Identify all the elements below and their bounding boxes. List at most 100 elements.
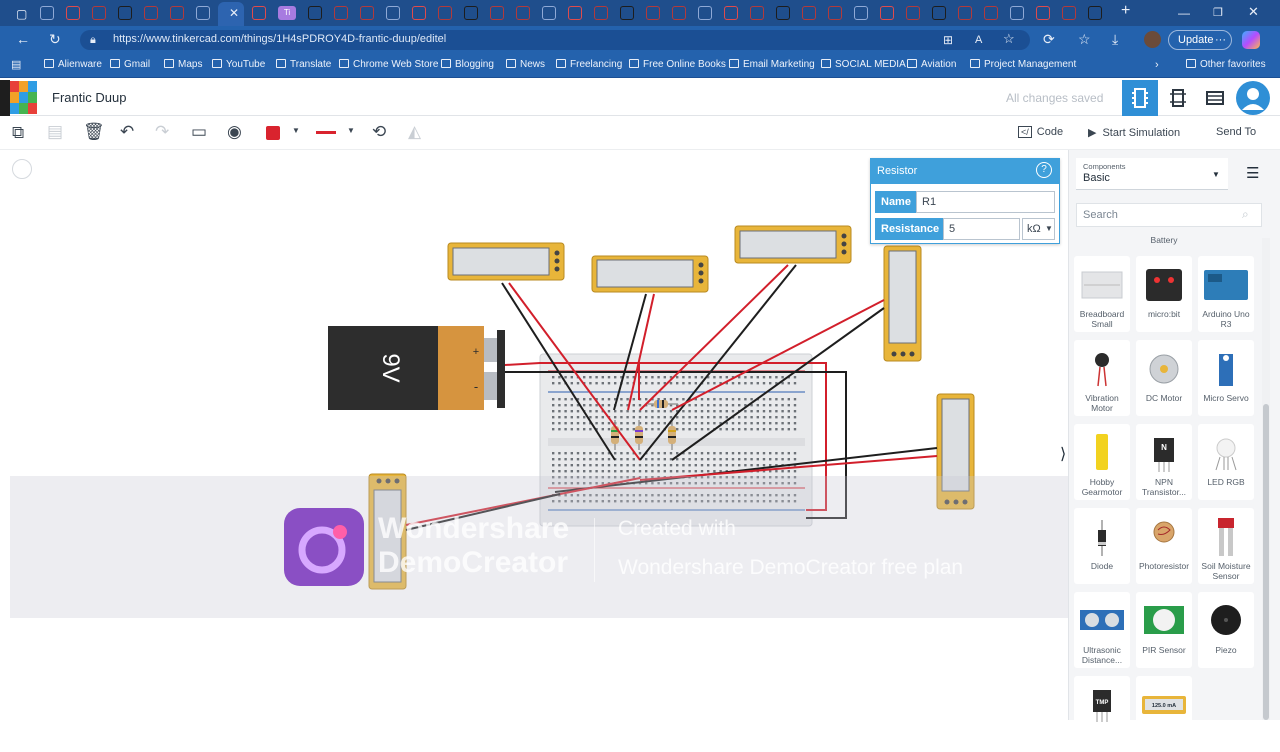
unit-select[interactable]: kΩ▼ xyxy=(1022,218,1055,240)
wire-type-dropdown-icon[interactable]: ▼ xyxy=(347,126,355,135)
tab-favicon-icon[interactable] xyxy=(594,6,608,20)
tab-favicon-icon[interactable] xyxy=(516,6,530,20)
tab-favicon-icon[interactable] xyxy=(542,6,556,20)
active-tab[interactable] xyxy=(218,2,244,26)
tab-actions-icon[interactable]: ▢ xyxy=(16,7,28,21)
tab-favicon-badge[interactable]: Ti xyxy=(278,6,296,20)
url-text[interactable]: https://www.tinkercad.com/things/1H4sPDR… xyxy=(113,33,447,45)
bookmark-other-favorites[interactable]: Other favorites xyxy=(1186,59,1266,70)
multimeter[interactable] xyxy=(734,225,852,264)
scrollbar-thumb[interactable] xyxy=(1263,404,1269,720)
bookmark-item[interactable]: Gmail xyxy=(110,59,150,70)
tab-favicon-icon[interactable] xyxy=(334,6,348,20)
tab-favicon-icon[interactable] xyxy=(360,6,374,20)
tab-favicon-icon[interactable] xyxy=(672,6,686,20)
tab-favicon-icon[interactable] xyxy=(932,6,946,20)
circuit-view-button[interactable] xyxy=(1122,80,1158,116)
start-simulation-button[interactable]: ▶Start Simulation xyxy=(1088,127,1181,139)
wire-black[interactable] xyxy=(613,293,647,411)
multimeter[interactable] xyxy=(368,473,407,590)
tab-favicon-icon[interactable] xyxy=(252,6,266,20)
tab-favicon-icon[interactable] xyxy=(620,6,634,20)
tab-favicon-icon[interactable] xyxy=(1062,6,1076,20)
minimize-icon[interactable]: — xyxy=(1178,6,1190,20)
tab-favicon-icon[interactable] xyxy=(776,6,790,20)
copilot-icon[interactable] xyxy=(1242,31,1260,49)
component-card[interactable]: micro:bit xyxy=(1136,256,1192,332)
tab-favicon-icon[interactable] xyxy=(170,6,184,20)
new-tab-icon[interactable]: + xyxy=(1121,2,1131,19)
restore-icon[interactable]: ❐ xyxy=(1213,7,1223,19)
component-card[interactable]: Ultrasonic Distance... xyxy=(1074,592,1130,668)
tab-favicon-icon[interactable] xyxy=(144,6,158,20)
tab-favicon-icon[interactable] xyxy=(854,6,868,20)
bookmark-item[interactable]: News xyxy=(506,59,545,70)
tab-favicon-icon[interactable] xyxy=(568,6,582,20)
wire-black[interactable] xyxy=(505,371,847,519)
color-dropdown-icon[interactable]: ▼ xyxy=(292,126,300,135)
bookmark-item[interactable]: Translate xyxy=(276,59,331,70)
resistor[interactable] xyxy=(635,420,643,450)
tab-favicon-icon[interactable] xyxy=(906,6,920,20)
resistance-input[interactable]: 5 xyxy=(943,218,1020,240)
bookmark-item[interactable]: Project Management xyxy=(970,59,1076,70)
tab-favicon-icon[interactable] xyxy=(308,6,322,20)
wire-red[interactable] xyxy=(405,477,641,526)
component-search-input[interactable]: Search xyxy=(1076,203,1262,227)
tab-favicon-icon[interactable] xyxy=(412,6,426,20)
wire-red[interactable] xyxy=(639,264,789,411)
refresh-icon[interactable]: ↻ xyxy=(49,31,61,47)
bookmark-item[interactable]: SOCIAL MEDIA xyxy=(821,59,906,70)
tab-favicon-icon[interactable] xyxy=(828,6,842,20)
panel-collapse-icon[interactable]: ⟩ xyxy=(1060,446,1067,463)
multimeter[interactable] xyxy=(591,255,709,293)
wires[interactable] xyxy=(405,264,938,531)
bookmarks-overflow-icon[interactable]: › xyxy=(1155,59,1159,71)
project-title[interactable]: Frantic Duup xyxy=(52,90,127,105)
update-button[interactable]: Update··· xyxy=(1168,30,1232,50)
tab-favicon-icon[interactable] xyxy=(196,6,210,20)
component-card[interactable]: Arduino Uno R3 xyxy=(1198,256,1254,332)
send-to-button[interactable]: Send To xyxy=(1216,126,1257,138)
tab-favicon-icon[interactable] xyxy=(880,6,894,20)
component-card[interactable]: Diode xyxy=(1074,508,1130,584)
circuit-drawing[interactable]: 9V + - xyxy=(0,0,1068,720)
tinkercad-logo[interactable] xyxy=(10,81,38,115)
bookmark-item[interactable]: Free Online Books xyxy=(629,59,726,70)
wire-black[interactable] xyxy=(405,493,561,531)
multimeter[interactable] xyxy=(447,242,565,281)
delete-icon[interactable]: 🗑︎ xyxy=(83,122,105,141)
component-card[interactable]: Photoresistor xyxy=(1136,508,1192,584)
flip-icon[interactable]: ◭ xyxy=(408,122,422,141)
tab-favicon-icon[interactable] xyxy=(724,6,738,20)
close-window-icon[interactable]: ✕ xyxy=(1248,4,1259,19)
component-card[interactable]: Piezo xyxy=(1198,592,1254,668)
notes-icon[interactable]: ▭ xyxy=(191,122,208,141)
wire-red[interactable] xyxy=(671,299,885,411)
tab-favicon-icon[interactable] xyxy=(1088,6,1102,20)
multimeter[interactable] xyxy=(936,393,975,510)
color-swatch[interactable] xyxy=(266,126,280,140)
wire-type-swatch[interactable] xyxy=(316,131,336,134)
tab-favicon-icon[interactable] xyxy=(802,6,816,20)
app-available-icon[interactable]: ⊞ xyxy=(943,33,954,47)
bookmark-item[interactable]: Alienware xyxy=(44,59,102,70)
bookmark-item[interactable]: Maps xyxy=(164,59,202,70)
tab-favicon-icon[interactable] xyxy=(490,6,504,20)
user-avatar[interactable] xyxy=(1236,81,1270,115)
bookmark-item[interactable]: Aviation xyxy=(907,59,956,70)
collections-icon[interactable]: ▤ xyxy=(11,59,22,71)
tab-favicon-icon[interactable] xyxy=(1036,6,1050,20)
component-card[interactable]: Breadboard Small xyxy=(1074,256,1130,332)
resistor[interactable] xyxy=(648,400,678,408)
wire-black[interactable] xyxy=(639,264,797,461)
fit-view-icon[interactable] xyxy=(12,159,32,179)
downloads-icon[interactable]: ⤓ xyxy=(1112,31,1119,47)
notes-visibility-icon[interactable]: ◉ xyxy=(227,122,242,141)
wire-red[interactable] xyxy=(627,293,655,411)
component-card[interactable]: Vibration Motor xyxy=(1074,340,1130,416)
tab-favicon-icon[interactable] xyxy=(438,6,452,20)
tab-favicon-icon[interactable] xyxy=(958,6,972,20)
copy-icon[interactable]: ⧉ xyxy=(12,123,25,142)
resistor[interactable] xyxy=(668,420,676,450)
